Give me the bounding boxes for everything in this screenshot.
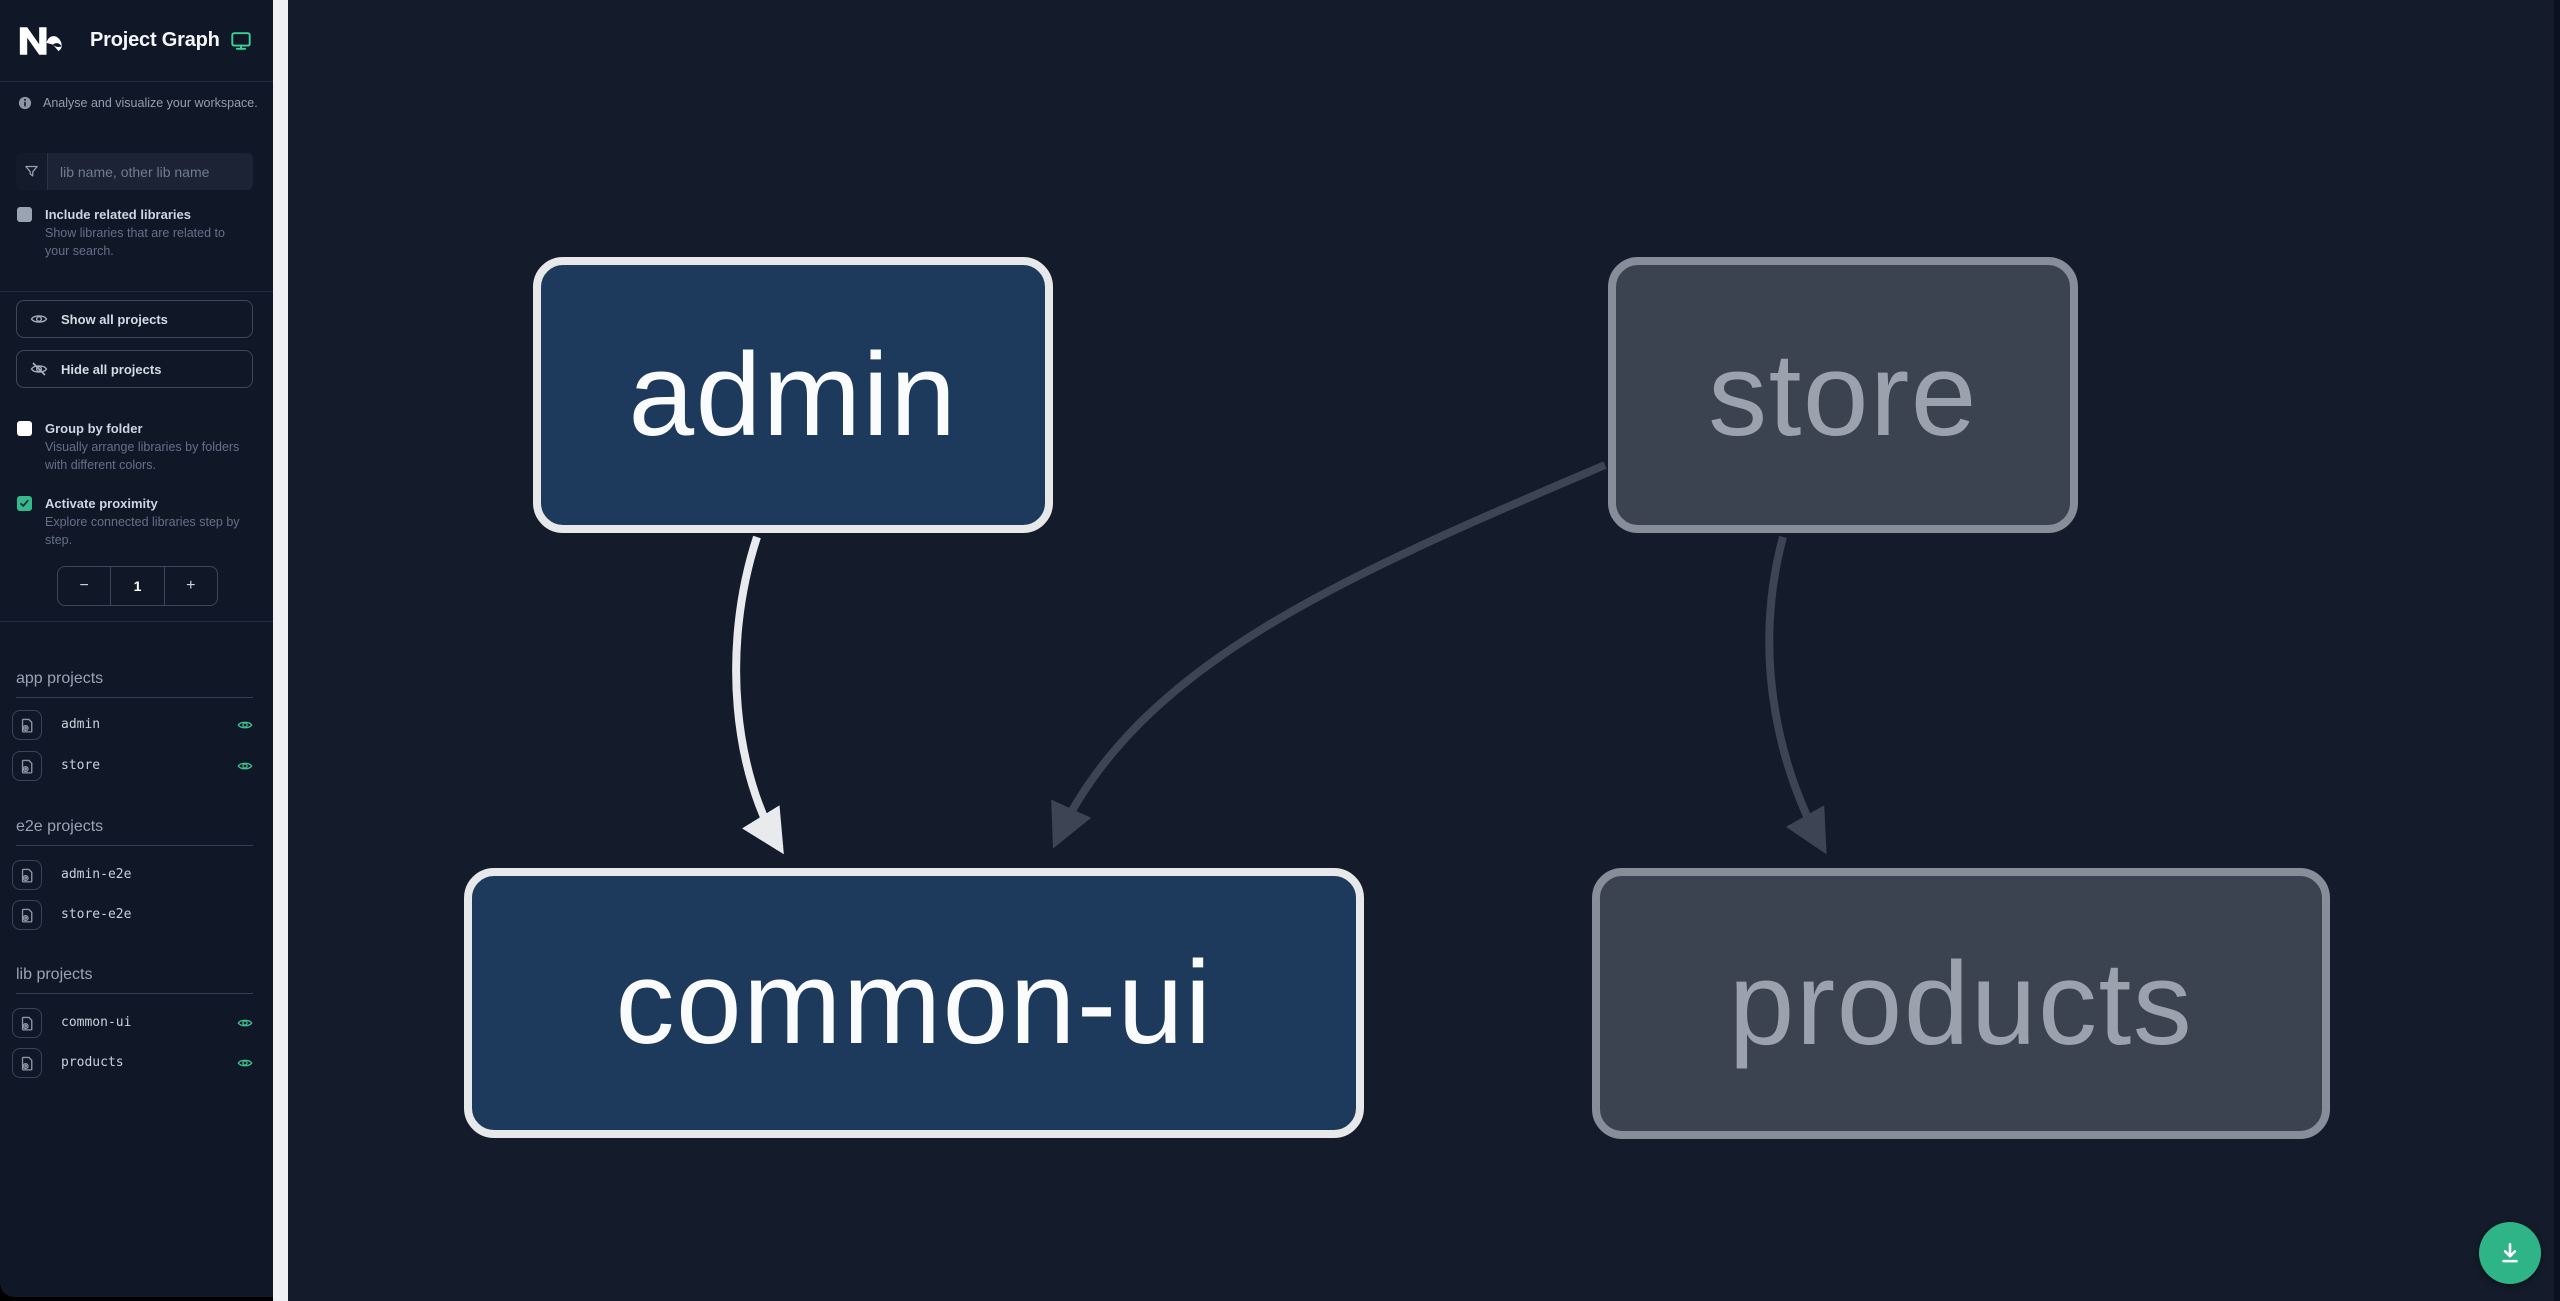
- edge-admin-to-common-ui[interactable]: [732, 535, 784, 855]
- project-name[interactable]: admin: [61, 717, 101, 732]
- project-row-store-e2e: store-e2e: [0, 900, 273, 934]
- focus-project-icon: [21, 1016, 32, 1031]
- focus-project-icon: [21, 908, 32, 923]
- graph-node-common-ui[interactable]: common-ui: [464, 868, 1364, 1138]
- focus-project-button[interactable]: [12, 1008, 42, 1038]
- focus-project-icon: [21, 868, 32, 883]
- sidebar: Project Graph Analyse and visualize your…: [0, 0, 273, 1297]
- focus-project-button[interactable]: [12, 1048, 42, 1078]
- graph-canvas[interactable]: admin store common-ui products: [288, 0, 2560, 1301]
- activate-proximity-description: Explore connected libraries step by step…: [45, 514, 240, 548]
- graph-node-admin[interactable]: admin: [533, 257, 1053, 533]
- toggle-visibility-eye-icon[interactable]: [237, 1055, 253, 1071]
- proximity-decrement-button[interactable]: −: [79, 577, 89, 594]
- show-all-projects-button[interactable]: Show all projects: [16, 300, 253, 338]
- section-divider: [0, 291, 273, 292]
- project-name[interactable]: admin-e2e: [61, 867, 132, 882]
- project-row-store: store: [0, 751, 273, 785]
- check-icon: [20, 499, 29, 507]
- sidebar-canvas-divider: [273, 0, 288, 1301]
- search-box: [16, 153, 253, 190]
- toggle-visibility-eye-icon[interactable]: [237, 1015, 253, 1031]
- download-image-button[interactable]: [2479, 1222, 2541, 1284]
- project-row-admin: admin: [0, 710, 273, 744]
- project-row-common-ui: common-ui: [0, 1008, 273, 1042]
- intro-row: Analyse and visualize your workspace.: [18, 96, 258, 110]
- focus-project-button[interactable]: [12, 900, 42, 930]
- search-input[interactable]: [48, 153, 253, 190]
- focus-project-icon: [21, 1056, 32, 1071]
- include-related-checkbox[interactable]: [17, 207, 32, 222]
- include-related-label: Include related libraries: [45, 207, 191, 222]
- section-title-lib-projects: lib projects: [16, 966, 253, 994]
- sidebar-header: Project Graph: [0, 0, 273, 82]
- node-label: common-ui: [615, 937, 1213, 1069]
- focus-project-button[interactable]: [12, 710, 42, 740]
- group-by-folder-label: Group by folder: [45, 421, 143, 436]
- project-name[interactable]: products: [61, 1055, 124, 1070]
- project-row-products: products: [0, 1048, 273, 1082]
- focus-project-icon: [21, 759, 32, 774]
- graph-node-store[interactable]: store: [1608, 257, 2078, 533]
- hide-all-projects-label: Hide all projects: [61, 361, 162, 377]
- hide-all-projects-button[interactable]: Hide all projects: [16, 350, 253, 388]
- project-name[interactable]: store-e2e: [61, 907, 132, 922]
- activate-proximity-checkbox[interactable]: [17, 496, 32, 511]
- info-icon: [18, 96, 32, 110]
- activate-proximity-label: Activate proximity: [45, 496, 158, 511]
- page-title: Project Graph: [90, 29, 220, 51]
- option-include-related: Include related libraries Show libraries…: [17, 206, 257, 261]
- filter-icon: [16, 153, 48, 190]
- project-row-admin-e2e: admin-e2e: [0, 860, 273, 894]
- section-divider: [0, 621, 273, 622]
- node-label: store: [1708, 329, 1978, 461]
- option-group-by-folder: Group by folder Visually arrange librari…: [17, 420, 257, 475]
- node-label: products: [1728, 937, 2194, 1070]
- show-all-projects-label: Show all projects: [61, 311, 168, 327]
- proximity-increment-button[interactable]: +: [163, 567, 217, 605]
- edge-layer: [732, 461, 1827, 855]
- focus-project-button[interactable]: [12, 860, 42, 890]
- focus-project-button[interactable]: [12, 751, 42, 781]
- toggle-visibility-eye-icon[interactable]: [237, 758, 253, 774]
- group-by-folder-checkbox[interactable]: [17, 421, 32, 436]
- project-name[interactable]: common-ui: [61, 1015, 132, 1030]
- edge-store-to-products[interactable]: [1765, 535, 1827, 855]
- edge-store-to-common-ui[interactable]: [1051, 461, 1607, 849]
- group-by-folder-description: Visually arrange libraries by folders wi…: [45, 439, 240, 473]
- node-label: admin: [628, 329, 958, 461]
- proximity-stepper: − 1 +: [57, 566, 218, 606]
- section-title-app-projects: app projects: [16, 670, 253, 698]
- toggle-visibility-eye-icon[interactable]: [237, 717, 253, 733]
- graph-node-products[interactable]: products: [1592, 868, 2330, 1139]
- download-icon: [2502, 1243, 2518, 1263]
- intro-text: Analyse and visualize your workspace.: [43, 96, 258, 110]
- proximity-value: 1: [110, 567, 163, 605]
- focus-project-icon: [21, 718, 32, 733]
- monitor-icon[interactable]: [229, 29, 253, 53]
- canvas-right-edge: [2554, 0, 2560, 1301]
- option-activate-proximity: Activate proximity Explore connected lib…: [17, 495, 257, 550]
- include-related-description: Show libraries that are related to your …: [45, 225, 225, 259]
- nx-logo: [19, 26, 62, 55]
- eye-icon: [30, 315, 48, 323]
- project-name[interactable]: store: [61, 758, 101, 773]
- section-title-e2e-projects: e2e projects: [16, 818, 253, 846]
- eye-off-icon: [30, 362, 48, 376]
